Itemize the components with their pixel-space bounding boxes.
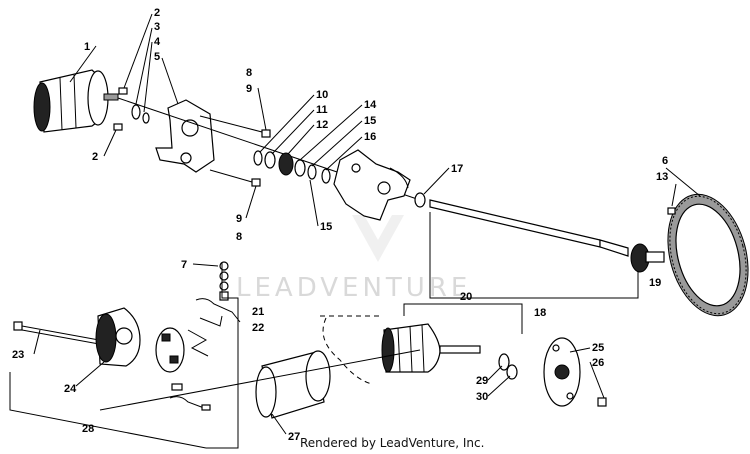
terminal-lower — [169, 383, 211, 411]
callout-8b: 8 — [236, 231, 242, 243]
end-cap — [95, 307, 141, 367]
watermark-text: LEADVENTURE — [236, 273, 471, 303]
callout-23: 23 — [12, 349, 24, 361]
callout-14: 14 — [364, 99, 377, 111]
washer-4 — [142, 112, 150, 124]
callout-18: 18 — [534, 307, 546, 319]
callout-28: 28 — [82, 423, 94, 435]
watermark-logo — [352, 215, 404, 262]
callout-15b: 15 — [320, 221, 332, 233]
callout-25: 25 — [592, 342, 604, 354]
bolt-8-upper — [261, 129, 271, 138]
callout-22: 22 — [252, 322, 264, 334]
callout-15a: 15 — [364, 115, 376, 127]
credit-line: Rendered by LeadVenture, Inc. — [300, 436, 485, 450]
callout-6: 6 — [662, 155, 668, 167]
callout-29: 29 — [476, 375, 488, 387]
callout-12: 12 — [316, 119, 328, 131]
bolt-13 — [667, 207, 676, 215]
callout-11: 11 — [316, 104, 328, 116]
callout-4: 4 — [154, 36, 161, 48]
drive-shaft — [414, 192, 629, 257]
armature — [381, 323, 481, 373]
ring-gear — [667, 193, 749, 317]
gear-stack — [253, 150, 331, 184]
callout-16: 16 — [364, 131, 376, 143]
terminal-kit — [195, 261, 241, 327]
washer-30 — [506, 364, 518, 380]
callout-9a: 9 — [246, 83, 252, 95]
nut-26 — [597, 397, 607, 407]
bolt-8-lower — [251, 178, 261, 187]
callout-17: 17 — [451, 163, 463, 175]
callout-21: 21 — [252, 306, 264, 318]
callout-9b: 9 — [236, 213, 242, 225]
support-bracket — [333, 149, 411, 221]
callout-26: 26 — [592, 357, 604, 369]
callout-5: 5 — [154, 51, 160, 63]
callout-10: 10 — [316, 89, 328, 101]
callout-labels: 1 2 3 4 5 2 8 9 10 11 12 14 15 16 9 8 15… — [12, 7, 668, 443]
through-bolt — [13, 321, 111, 347]
pinion-gear — [630, 243, 665, 273]
drive-end-plate — [543, 337, 581, 407]
callout-19: 19 — [649, 277, 661, 289]
frame-housing — [255, 350, 331, 419]
callout-8a: 8 — [246, 67, 252, 79]
callout-30: 30 — [476, 391, 488, 403]
leader-lines — [33, 13, 701, 435]
starter-motor — [33, 69, 119, 133]
callout-20: 20 — [460, 291, 472, 303]
callout-2b: 2 — [92, 151, 98, 163]
callout-2a: 2 — [154, 7, 160, 19]
callout-1: 1 — [84, 41, 90, 53]
callout-13: 13 — [656, 171, 668, 183]
callout-3: 3 — [154, 21, 160, 33]
bolt-upper — [118, 87, 128, 95]
bolt-lower — [113, 123, 123, 131]
brush-plate — [155, 327, 185, 373]
mounting-bracket — [155, 99, 215, 173]
washer-3 — [131, 104, 141, 120]
callout-27: 27 — [288, 431, 300, 443]
callout-24: 24 — [64, 383, 77, 395]
callout-7: 7 — [181, 259, 187, 271]
